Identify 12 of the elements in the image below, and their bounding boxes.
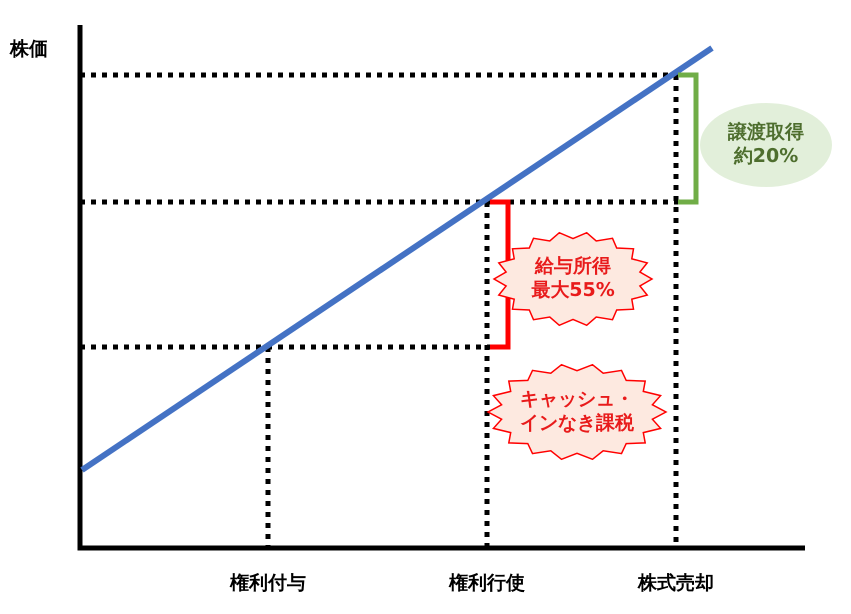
axis-tick-label: 株式売却 bbox=[638, 571, 714, 596]
starburst-callout bbox=[492, 230, 654, 328]
callout-text: 給与所得 bbox=[535, 255, 611, 279]
starburst-callout bbox=[486, 362, 668, 462]
ellipse-callout bbox=[700, 103, 832, 187]
callout-text: 譲渡取得 bbox=[728, 121, 804, 145]
callout-text: キャッシュ・インなき課税 bbox=[519, 388, 635, 436]
callout-text: 約20% bbox=[734, 145, 798, 169]
axis-tick-label: 権利行使 bbox=[449, 571, 525, 596]
axis-title: 株価 bbox=[10, 37, 48, 62]
callout-text: 最大55% bbox=[531, 279, 615, 303]
axis-tick-label: 権利付与 bbox=[230, 571, 306, 596]
